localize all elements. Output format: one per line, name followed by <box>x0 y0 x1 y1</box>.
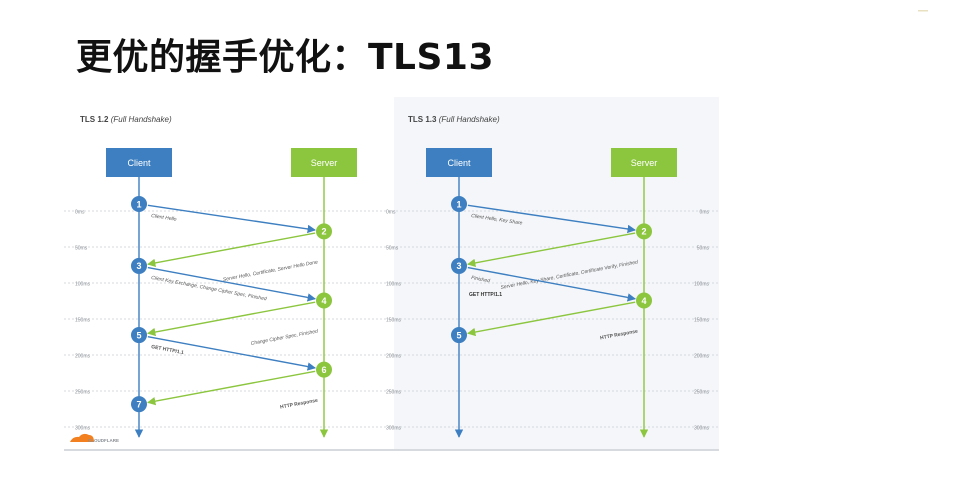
time-label: 250ms <box>75 390 91 396</box>
tls12-step-3-number: 3 <box>136 261 141 271</box>
tls12-message-label: Server Hello, Certificate, Server Hello … <box>222 259 318 283</box>
time-label: 100ms <box>694 282 710 288</box>
panel-baseline <box>64 449 719 451</box>
tls12-message-arrow <box>147 336 316 371</box>
tls12-message-arrow <box>147 232 316 268</box>
tls13-message-label: Client Hello, Key Share <box>471 213 523 227</box>
tls13-message-arrow <box>467 266 636 302</box>
tls12-step-5-marker <box>131 327 147 344</box>
tls12-step-6-marker <box>316 361 332 378</box>
tls13-message-arrow <box>467 204 636 234</box>
time-label: 0ms <box>386 210 396 216</box>
tls13-title: TLS 1.3 (Full Handshake) <box>408 115 500 124</box>
time-label: 0ms <box>75 210 85 216</box>
tls12-diagram: TLS 1.2 (Full Handshake) Client ServerClie… <box>80 115 357 438</box>
tls12-step-6-number: 6 <box>321 365 326 375</box>
tls13-message-label: Finished <box>471 275 491 284</box>
tls12-message-label: GET HTTP/1.1 <box>151 344 185 356</box>
tls13-server-box <box>611 148 677 177</box>
time-label: 0ms <box>700 210 710 216</box>
tls12-message-label: HTTP Response <box>280 398 319 411</box>
time-label: 100ms <box>75 282 91 288</box>
tls13-message-arrow <box>467 232 636 268</box>
time-label: 150ms <box>694 318 710 324</box>
time-label: 300ms <box>75 426 91 432</box>
tls12-server-box <box>291 148 357 177</box>
tls13-step-2-marker <box>636 223 652 240</box>
tls12-step-7-marker <box>131 396 147 413</box>
time-label: 200ms <box>75 354 91 360</box>
logo-text: CLOUDFLARE <box>88 438 119 443</box>
time-label: 150ms <box>75 318 91 324</box>
tls13-step-4-marker <box>636 292 652 309</box>
tls12-title: TLS 1.2 (Full Handshake) <box>80 115 172 124</box>
tls12-message-arrow <box>147 370 316 406</box>
tls12-client-label: Client <box>127 158 151 168</box>
cloudflare-logo: CLOUDFLARE <box>70 433 119 443</box>
tls13-step-1-marker <box>451 196 467 212</box>
tls13-step-3-number: 3 <box>456 261 461 271</box>
tls12-step-4-number: 4 <box>321 296 326 306</box>
time-label: 100ms <box>386 282 402 288</box>
time-label: 50ms <box>386 246 399 252</box>
tls13-message-label: HTTP Response <box>600 329 639 342</box>
time-label: 50ms <box>697 246 710 252</box>
tls12-server-label: Server <box>311 158 338 168</box>
tls13-step-3-marker <box>451 257 467 274</box>
time-label: 250ms <box>386 390 402 396</box>
tls12-message-label: Change Cipher Spec, Finished <box>250 329 318 347</box>
tls12-message-arrow <box>147 301 316 337</box>
tls12-step-4-marker <box>316 292 332 309</box>
tls12-message-label: Client Hello <box>151 213 177 223</box>
tls12-step-1-marker <box>131 196 147 212</box>
slide-title: 更优的握手优化：TLS13 <box>76 37 495 78</box>
tls12-client-box <box>106 148 172 177</box>
tls13-extra-label: GET HTTP/1.1 <box>469 292 502 298</box>
tls13-step-5-marker <box>451 327 467 344</box>
tls12-message-arrow <box>147 204 316 234</box>
tls13-step-1-number: 1 <box>456 199 461 209</box>
time-label: 200ms <box>694 354 710 360</box>
tls13-client-label: Client <box>447 158 471 168</box>
time-label: 150ms <box>386 318 402 324</box>
time-label: 300ms <box>694 426 710 432</box>
tls12-message-arrow <box>147 266 316 302</box>
tls12-step-2-marker <box>316 223 332 240</box>
tls13-message-arrow <box>467 301 636 337</box>
tls13-server-label: Server <box>631 158 658 168</box>
tls13-step-2-number: 2 <box>641 227 646 237</box>
tls13-step-4-number: 4 <box>641 296 646 306</box>
tls13-client-box <box>426 148 492 177</box>
tls12-step-7-number: 7 <box>136 399 141 409</box>
time-label: 50ms <box>75 246 88 252</box>
tls13-step-5-number: 5 <box>456 330 461 340</box>
corner-mark <box>918 10 928 12</box>
tls13-diagram: TLS 1.3 (Full Handshake) Client ServerClie… <box>408 115 677 438</box>
tls12-step-2-number: 2 <box>321 227 326 237</box>
tls12-step-1-number: 1 <box>136 199 141 209</box>
tls12-step-5-number: 5 <box>136 330 141 340</box>
time-label: 250ms <box>694 390 710 396</box>
time-label: 200ms <box>386 354 402 360</box>
tls12-step-3-marker <box>131 257 147 274</box>
time-label: 300ms <box>386 426 402 432</box>
